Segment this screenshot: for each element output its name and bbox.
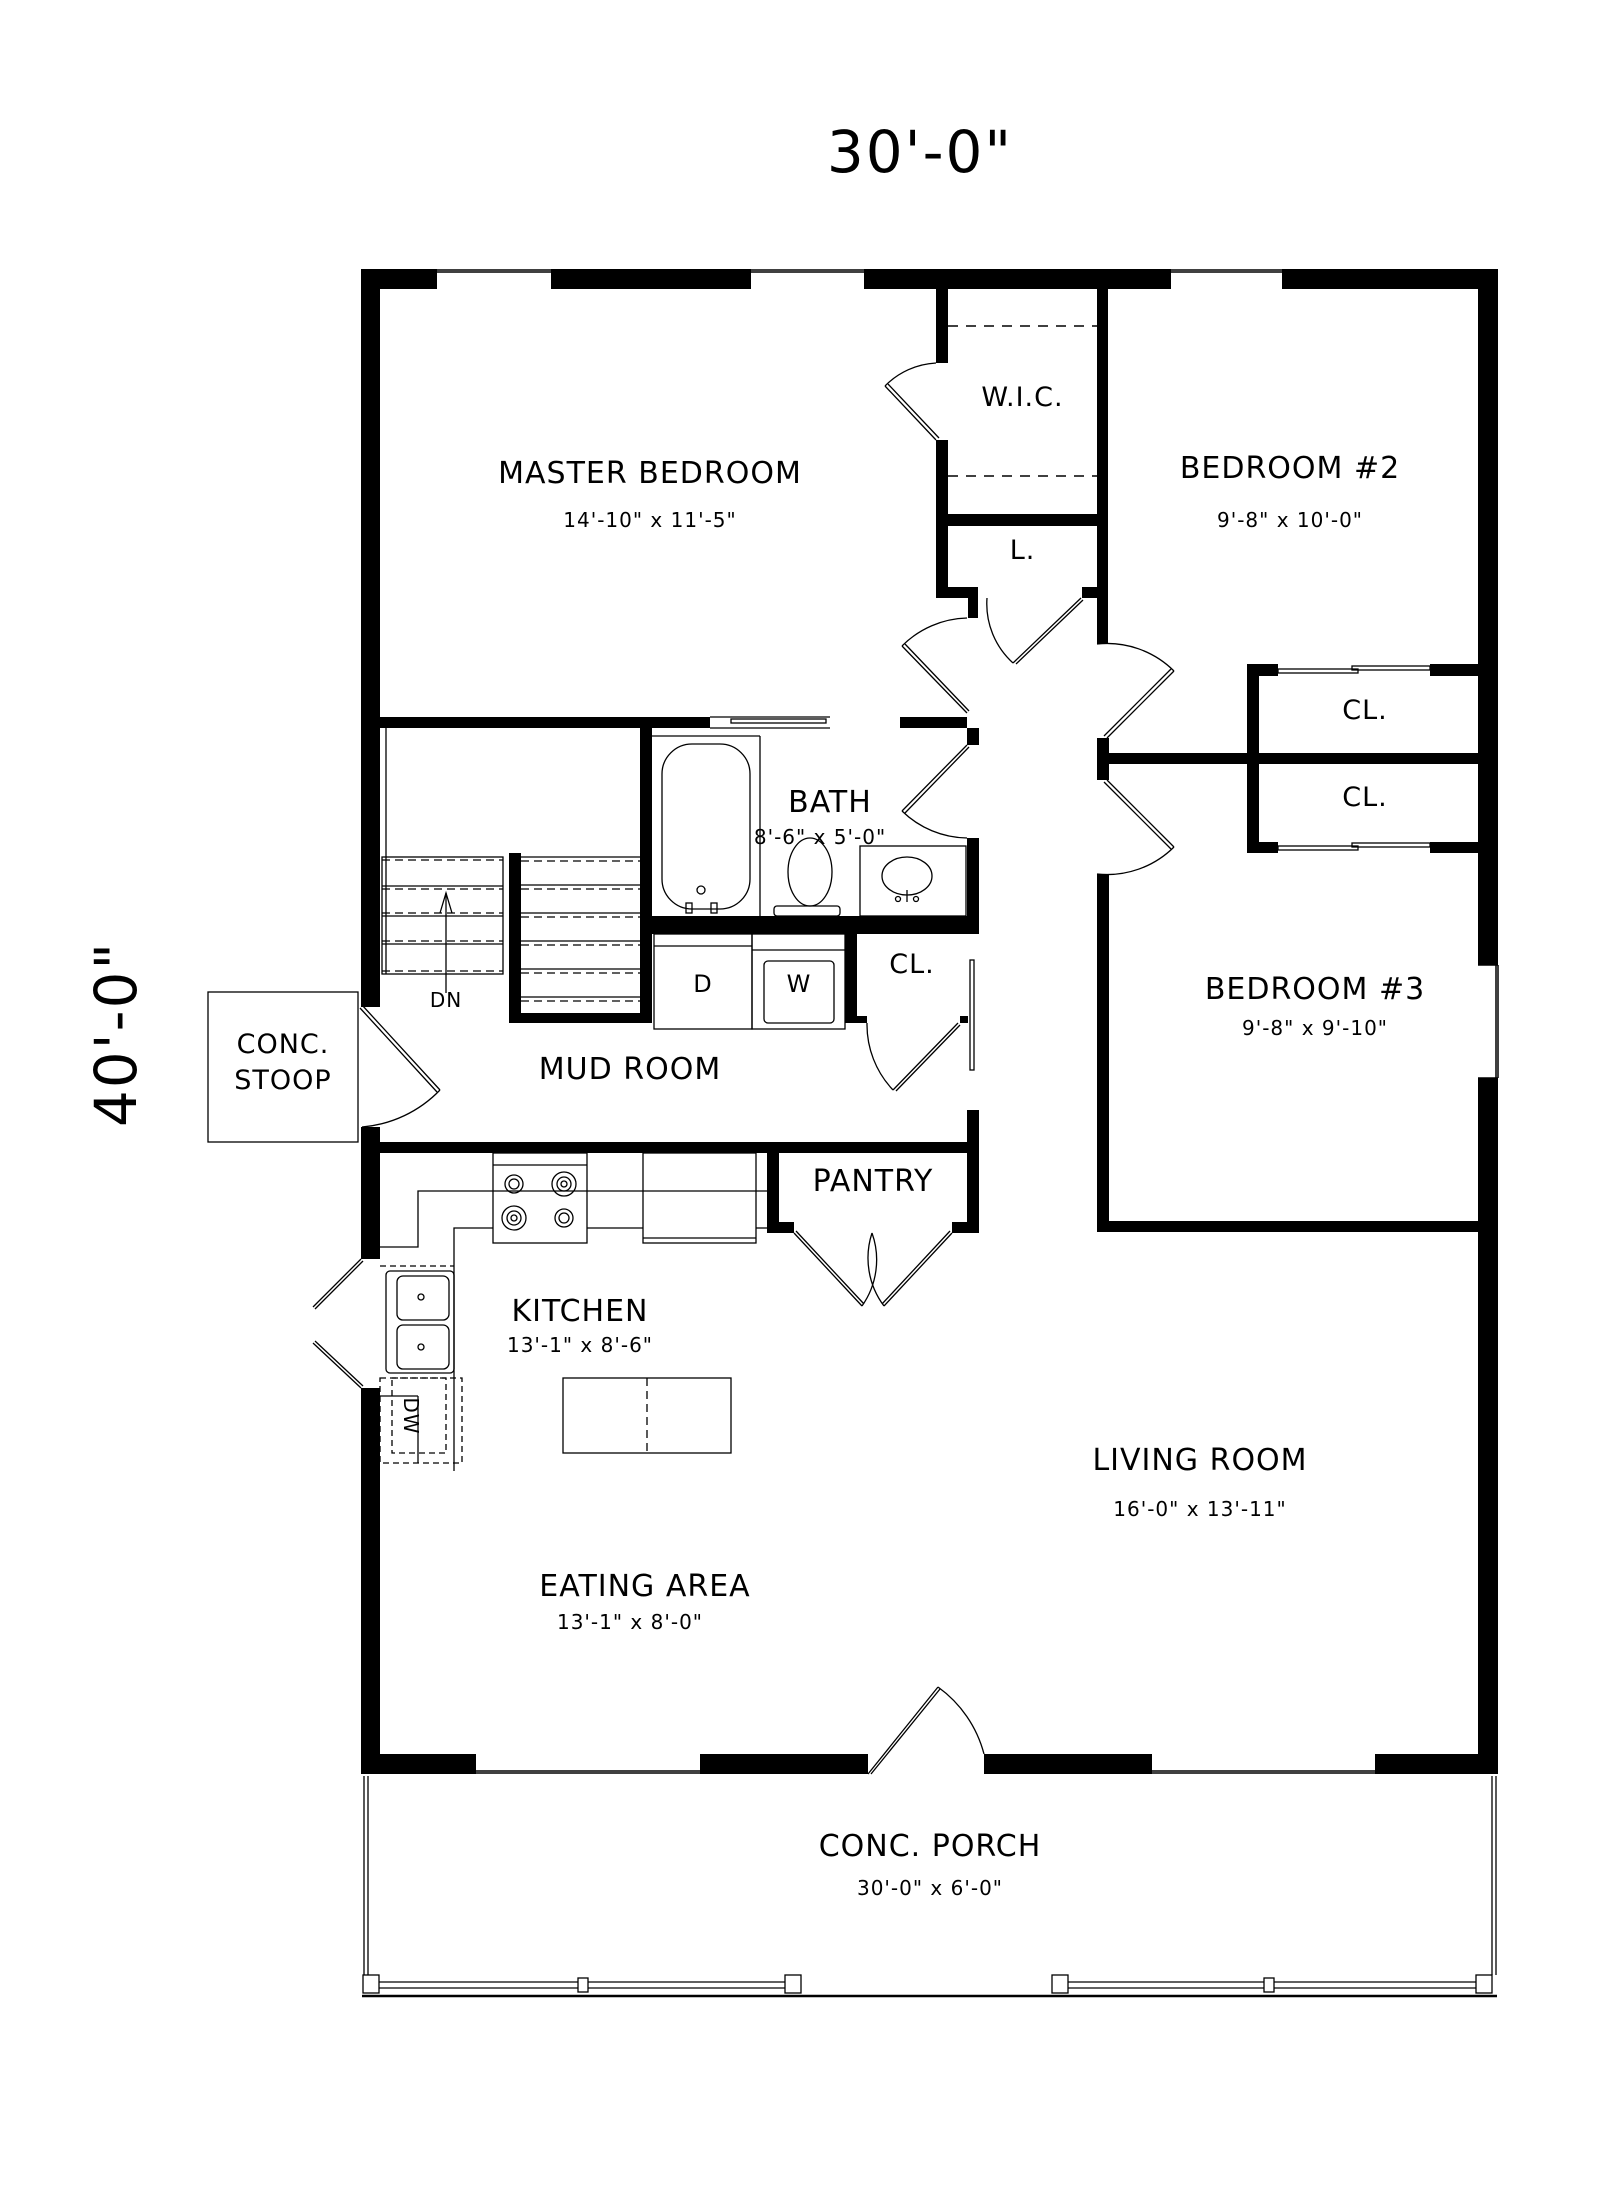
room-label-mud-closet: CL. <box>889 949 935 980</box>
room-label-bedroom-3: BEDROOM #3 <box>1204 972 1426 1007</box>
porch-outline <box>362 1776 1497 1998</box>
washer-label: W <box>786 970 812 998</box>
room-label-living-room: LIVING ROOM <box>1092 1443 1308 1478</box>
room-label-porch: CONC. PORCH <box>818 1829 1042 1864</box>
room-label-bedroom-2: BEDROOM #2 <box>1179 451 1401 486</box>
room-label-bath: BATH <box>788 785 872 820</box>
room-dims-living-room: 16'-0" x 13'-11" <box>1113 1497 1287 1521</box>
overall-depth-dimension: 40'-0" <box>82 940 150 1128</box>
exterior-walls <box>361 269 1498 1774</box>
room-dims-porch: 30'-0" x 6'-0" <box>856 1876 1003 1900</box>
overall-width-dimension: 30'-0" <box>826 118 1014 186</box>
room-label-kitchen: KITCHEN <box>511 1294 649 1329</box>
room-label-mud-room: MUD ROOM <box>538 1052 722 1087</box>
room-dims-bedroom-2: 9'-8" x 10'-0" <box>1216 508 1363 532</box>
room-label-closet-br3: CL. <box>1342 782 1388 813</box>
stairs-down-label: DN <box>429 988 463 1012</box>
kitchen-cabinets <box>379 1152 767 1471</box>
room-label-stoop-line1: CONC. <box>236 1029 330 1060</box>
windows <box>437 269 1499 1774</box>
closet-shelves <box>948 325 1097 477</box>
dishwasher-label: DW <box>399 1397 423 1435</box>
room-dims-bedroom-3: 9'-8" x 9'-10" <box>1241 1016 1388 1040</box>
room-dims-master-bedroom: 14'-10" x 11'-5" <box>563 508 737 532</box>
stoop-slab <box>207 991 359 1143</box>
room-label-wic: W.I.C. <box>981 382 1064 413</box>
door-swings <box>312 362 1431 1775</box>
interior-walls <box>380 289 1478 1233</box>
room-label-eating-area: EATING AREA <box>539 1569 751 1604</box>
room-dims-bath: 8'-6" x 5'-0" <box>753 825 887 849</box>
room-label-stoop-line2: STOOP <box>234 1065 332 1096</box>
room-label-pantry: PANTRY <box>812 1164 934 1199</box>
room-dims-eating-area: 13'-1" x 8'-0" <box>556 1610 703 1634</box>
room-label-linen: L. <box>1009 535 1036 566</box>
room-label-master-bedroom: MASTER BEDROOM <box>498 456 802 491</box>
stairs <box>381 728 640 1002</box>
bath-fixtures <box>652 735 967 917</box>
room-label-closet-br2: CL. <box>1342 695 1388 726</box>
dryer-label: D <box>693 970 713 998</box>
laundry-appliances <box>653 933 846 1030</box>
room-dims-kitchen: 13'-1" x 8'-6" <box>506 1333 653 1357</box>
